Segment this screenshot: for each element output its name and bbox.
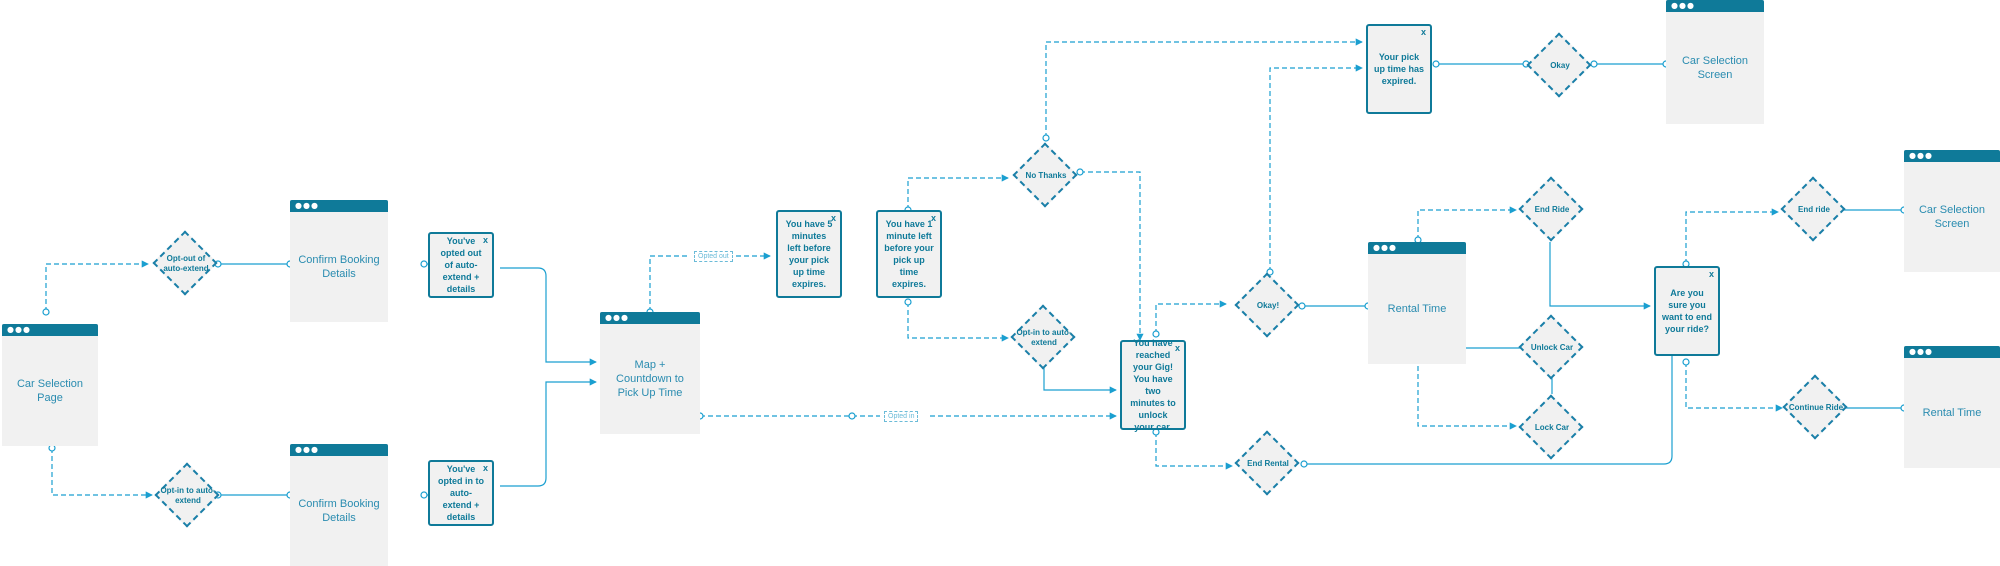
decision-label: Unlock Car [1530, 343, 1574, 352]
car-selection-page-screen: ●●● Car Selection Page [2, 324, 98, 446]
close-icon[interactable]: x [830, 213, 836, 223]
opt-in-decision-left[interactable]: Opt-in to auto-extend [154, 462, 222, 530]
modal-text: You have reached your Gig! You have two … [1130, 338, 1176, 432]
decision-label: Opt-in to auto-extend [1016, 328, 1072, 347]
window-title-bar: ●●● [2, 324, 98, 336]
screen-label: Car Selection Screen [1681, 55, 1749, 81]
reached-gig-modal: x You have reached your Gig! You have tw… [1120, 338, 1186, 432]
car-selection-screen-right: ●●● Car Selection Screen [1904, 150, 2000, 272]
end-ride-decision[interactable]: End Ride [1518, 176, 1586, 244]
rental-time-right-screen: ●●● Rental Time [1904, 346, 2000, 468]
modal-text: You have 1 minute left before your pick … [884, 219, 934, 289]
okay-decision-top[interactable]: Okay [1526, 32, 1594, 100]
map-countdown-screen: ●●● Map + Countdown to Pick Up Time [600, 312, 700, 434]
no-thanks-decision[interactable]: No Thanks [1012, 142, 1080, 210]
window-dots-icon: ●●● [7, 325, 31, 334]
opted-in-tag: Opted in [884, 411, 919, 422]
modal-text: You've opted out of auto-extend + detail… [440, 236, 482, 294]
screen-label: Car Selection Page [16, 378, 84, 404]
window-dots-icon: ●●● [295, 201, 319, 210]
decision-label: Continue Ride [1788, 403, 1844, 412]
window-title-bar: ●●● [1904, 150, 2000, 162]
opted-out-modal: x You've opted out of auto-extend + deta… [428, 232, 494, 298]
pickup-expired-modal: x Your pick up time has expired. [1366, 24, 1432, 114]
window-dots-icon: ●●● [1909, 347, 1933, 356]
close-icon[interactable]: x [1420, 27, 1426, 37]
decision-label: End Ride [1534, 205, 1570, 214]
decision-label: Lock Car [1534, 423, 1570, 432]
end-ride-decision-right[interactable]: End ride [1780, 176, 1848, 244]
screen-label: Rental Time [1387, 303, 1447, 315]
window-dots-icon: ●●● [1671, 1, 1695, 10]
modal-text: Are you sure you want to end your ride? [1662, 288, 1712, 334]
window-dots-icon: ●●● [1373, 243, 1397, 252]
close-icon[interactable]: x [1708, 269, 1714, 279]
window-title-bar: ●●● [290, 200, 388, 212]
confirm-booking-bottom-screen: ●●● Confirm Booking Details [290, 444, 388, 566]
end-rental-decision[interactable]: End Rental [1234, 430, 1302, 498]
close-icon[interactable]: x [1174, 343, 1180, 353]
decision-label: Opt-in to auto-extend [160, 486, 216, 505]
screen-label: Rental Time [1922, 407, 1982, 419]
modal-text: You've opted in to auto-extend + details [438, 464, 484, 522]
decision-label: Okay! [1256, 301, 1280, 310]
lock-car-decision[interactable]: Lock Car [1518, 394, 1586, 462]
five-minutes-modal: x You have 5 minutes left before your pi… [776, 210, 842, 298]
confirm-booking-top-screen: ●●● Confirm Booking Details [290, 200, 388, 322]
modal-text: Your pick up time has expired. [1374, 52, 1425, 86]
window-title-bar: ●●● [1666, 0, 1764, 12]
window-dots-icon: ●●● [295, 445, 319, 454]
window-dots-icon: ●●● [1909, 151, 1933, 160]
okay-decision-mid[interactable]: Okay! [1234, 272, 1302, 340]
decision-label: No Thanks [1025, 171, 1067, 180]
window-title-bar: ●●● [600, 312, 700, 324]
opted-in-modal: x You've opted in to auto-extend + detai… [428, 460, 494, 526]
screen-label: Confirm Booking Details [298, 498, 380, 524]
window-dots-icon: ●●● [605, 313, 629, 322]
decision-label: End Rental [1247, 459, 1289, 468]
modal-text: You have 5 minutes left before your pick… [785, 219, 833, 289]
window-title-bar: ●●● [290, 444, 388, 456]
opt-in-decision-mid[interactable]: Opt-in to auto-extend [1010, 304, 1078, 372]
decision-label: End ride [1797, 205, 1830, 214]
continue-ride-decision[interactable]: Continue Ride [1782, 374, 1850, 442]
decision-label: Okay [1550, 61, 1570, 70]
screen-label: Confirm Booking Details [298, 254, 380, 280]
end-ride-confirm-modal: x Are you sure you want to end your ride… [1654, 266, 1720, 356]
one-minute-modal: x You have 1 minute left before your pic… [876, 210, 942, 298]
window-title-bar: ●●● [1904, 346, 2000, 358]
opted-out-tag: Opted out [694, 251, 733, 262]
screen-label: Map + Countdown to Pick Up Time [616, 359, 684, 399]
car-selection-screen-top: ●●● Car Selection Screen [1666, 0, 1764, 124]
screen-label: Car Selection Screen [1918, 204, 1986, 230]
opt-out-decision[interactable]: Opt-out of auto-extend [152, 230, 220, 298]
rental-time-center-screen: ●●● Rental Time [1368, 242, 1466, 364]
unlock-car-decision[interactable]: Unlock Car [1518, 314, 1586, 382]
decision-label: Opt-out of auto-extend [163, 254, 209, 273]
close-icon[interactable]: x [482, 235, 488, 245]
window-title-bar: ●●● [1368, 242, 1466, 254]
close-icon[interactable]: x [930, 213, 936, 223]
close-icon[interactable]: x [482, 463, 488, 473]
